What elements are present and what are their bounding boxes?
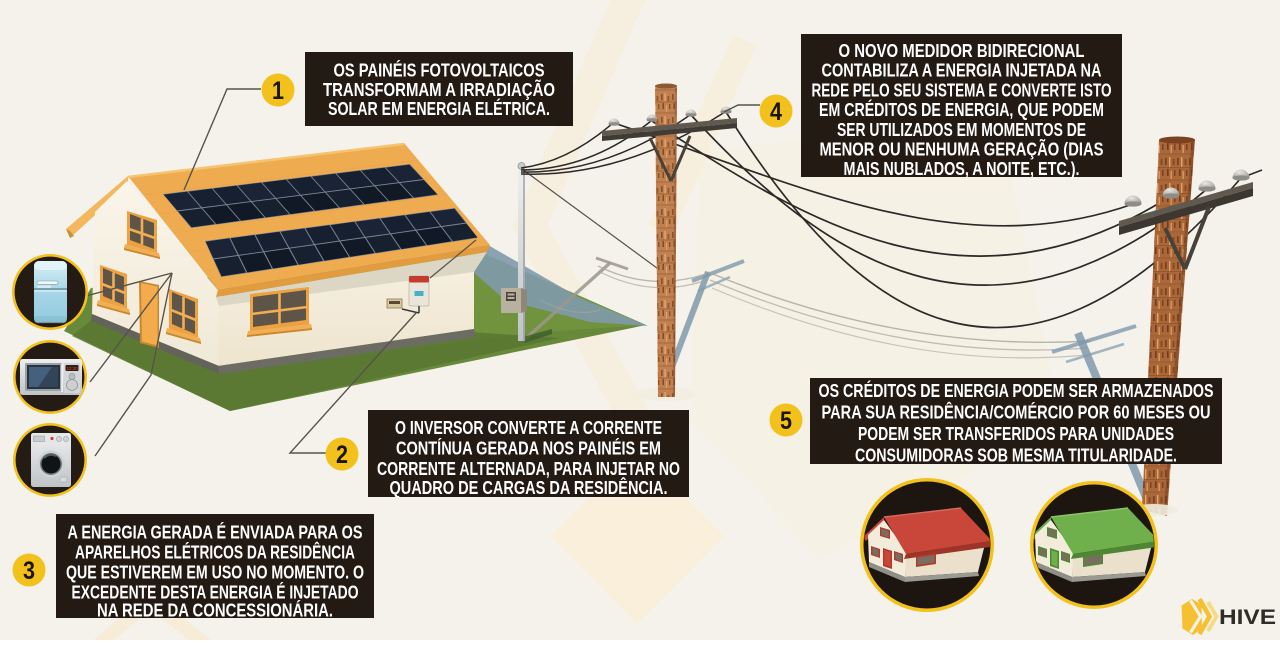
svg-text:A ENERGIA GERADA É ENVIADA PAR: A ENERGIA GERADA É ENVIADA PARA OS xyxy=(68,522,363,543)
svg-text:OS CRÉDITOS DE ENERGIA PODEM S: OS CRÉDITOS DE ENERGIA PODEM SER ARMAZEN… xyxy=(819,380,1214,401)
svg-text:PODEM SER TRANSFERIDOS PARA UN: PODEM SER TRANSFERIDOS PARA UNIDADES xyxy=(858,424,1174,444)
svg-text:1: 1 xyxy=(272,77,284,105)
svg-text:O NOVO MEDIDOR BIDIRECIONAL: O NOVO MEDIDOR BIDIRECIONAL xyxy=(839,41,1085,61)
svg-text:APARELHOS ELÉTRICOS DA RESIDÊN: APARELHOS ELÉTRICOS DA RESIDÊNCIA xyxy=(75,542,355,563)
svg-text:CONTABILIZA A ENERGIA INJETADA: CONTABILIZA A ENERGIA INJETADA NA xyxy=(822,61,1102,81)
svg-text:2: 2 xyxy=(336,441,348,469)
svg-text:MAIS NUBLADOS, A NOITE, ETC.).: MAIS NUBLADOS, A NOITE, ETC.). xyxy=(844,159,1080,179)
svg-text:MENOR OU NENHUMA GERAÇÃO (DIAS: MENOR OU NENHUMA GERAÇÃO (DIAS xyxy=(820,139,1104,160)
svg-text:SOLAR EM ENERGIA ELÉTRICA.: SOLAR EM ENERGIA ELÉTRICA. xyxy=(328,98,550,119)
svg-text:SER UTILIZADOS EM MOMENTOS DE: SER UTILIZADOS EM MOMENTOS DE xyxy=(837,120,1086,140)
svg-text:HIVE: HIVE xyxy=(1219,606,1276,629)
svg-text:EM CRÉDITOS DE ENERGIA, QUE PO: EM CRÉDITOS DE ENERGIA, QUE PODEM xyxy=(819,99,1104,120)
svg-text:3: 3 xyxy=(23,557,35,585)
svg-text:QUADRO DE CARGAS DA RESIDÊNCIA: QUADRO DE CARGAS DA RESIDÊNCIA. xyxy=(390,477,668,498)
svg-text:NA REDE DA CONCESSIONÁRIA.: NA REDE DA CONCESSIONÁRIA. xyxy=(97,600,333,621)
svg-text:5: 5 xyxy=(780,407,792,435)
svg-text:TRANSFORMAM A IRRADIAÇÃO: TRANSFORMAM A IRRADIAÇÃO xyxy=(323,79,555,100)
svg-text:CONTÍNUA GERADA NOS PAINÉIS EM: CONTÍNUA GERADA NOS PAINÉIS EM xyxy=(396,438,661,459)
svg-text:EXCEDENTE DESTA ENERGIA É INJE: EXCEDENTE DESTA ENERGIA É INJETADO xyxy=(72,582,359,603)
svg-text:QUE ESTIVEREM EM USO NO MOMENT: QUE ESTIVEREM EM USO NO MOMENTO. O xyxy=(66,563,364,583)
svg-text:4: 4 xyxy=(770,98,782,126)
svg-text:O INVERSOR CONVERTE A CORRENTE: O INVERSOR CONVERTE A CORRENTE xyxy=(395,418,662,438)
svg-text:PARA SUA RESIDÊNCIA/COMÉRCIO P: PARA SUA RESIDÊNCIA/COMÉRCIO POR 60 MESE… xyxy=(822,402,1211,423)
svg-text:CONSUMIDORAS SOB MESMA TITULAR: CONSUMIDORAS SOB MESMA TITULARIDADE. xyxy=(855,446,1177,466)
svg-text:OS PAINÉIS FOTOVOLTAICOS: OS PAINÉIS FOTOVOLTAICOS xyxy=(334,60,545,81)
svg-text:REDE PELO SEU SISTEMA E CONVER: REDE PELO SEU SISTEMA E CONVERTE ISTO xyxy=(812,80,1112,100)
svg-text:12:30: 12:30 xyxy=(66,366,78,371)
svg-text:CORRENTE ALTERNADA, PARA INJET: CORRENTE ALTERNADA, PARA INJETAR NO xyxy=(377,459,680,479)
